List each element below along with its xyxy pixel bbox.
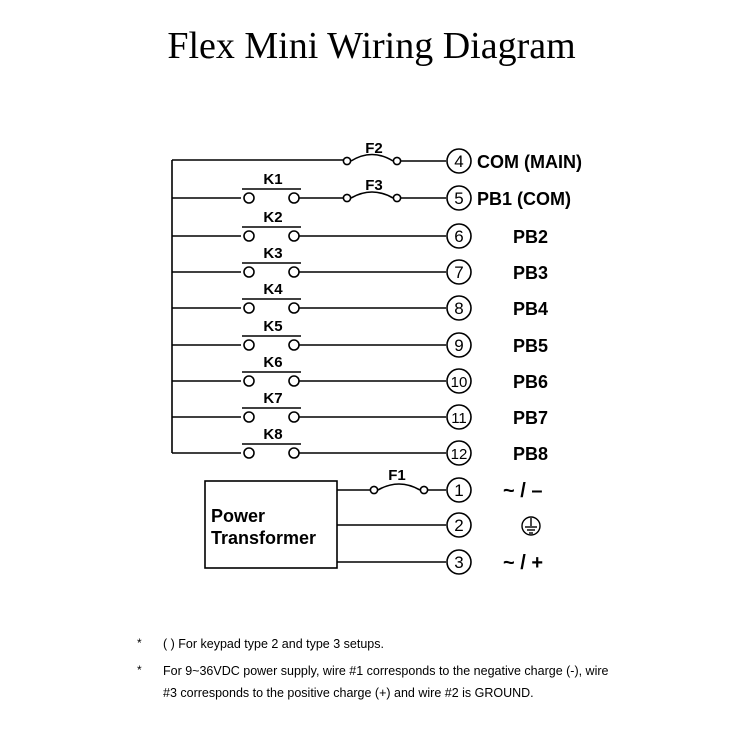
terminal-number: 7 — [454, 263, 463, 282]
terminal-circle — [446, 259, 472, 285]
terminal-8: 8 PB4 — [446, 295, 548, 321]
terminal-10: 10 PB6 — [446, 368, 548, 394]
terminal-number: 10 — [451, 374, 468, 391]
terminal-number: 4 — [454, 152, 463, 171]
relay-label-k2: K2 — [263, 209, 282, 226]
relay-label-k3: K3 — [263, 245, 282, 262]
terminal-12: 12 PB8 — [446, 440, 548, 466]
terminal-1: 1 ~ / – — [446, 477, 542, 503]
terminal-number: 3 — [454, 553, 463, 572]
note-power-supply-line1: For 9~36VDC power supply, wire #1 corres… — [163, 664, 609, 678]
terminal-number: 5 — [454, 189, 463, 208]
transformer-label-line2: Transformer — [211, 528, 316, 548]
relay-label-k7: K7 — [263, 390, 282, 407]
terminal-label: ~ / + — [503, 552, 543, 574]
terminal-number: 2 — [454, 516, 463, 535]
terminal-circle — [446, 404, 472, 430]
terminal-4: 4 COM (MAIN) — [446, 148, 582, 174]
terminal-label: ~ / – — [503, 480, 542, 502]
terminal-number: 8 — [454, 299, 463, 318]
ground-icon — [521, 516, 541, 536]
terminal-5: 5 PB1 (COM) — [446, 185, 571, 211]
terminal-label: PB5 — [513, 336, 548, 356]
terminal-6: 6 PB2 — [446, 223, 548, 249]
terminal-label: PB3 — [513, 263, 548, 283]
terminal-9: 9 PB5 — [446, 332, 548, 358]
terminal-label: PB4 — [513, 299, 548, 319]
terminal-circle — [446, 295, 472, 321]
terminal-number: 11 — [451, 410, 467, 427]
note-bullet: * — [137, 663, 142, 677]
terminal-3: 3 ~ / + — [446, 549, 543, 575]
terminal-2: 2 — [446, 512, 472, 538]
terminal-label: PB2 — [513, 227, 548, 247]
terminal-label: COM (MAIN) — [477, 152, 582, 172]
transformer-label-line1: Power — [211, 506, 265, 526]
terminal-7: 7 PB3 — [446, 259, 548, 285]
terminal-label: PB6 — [513, 372, 548, 392]
relay-label-k1: K1 — [263, 171, 282, 188]
terminal-number: 9 — [454, 336, 463, 355]
terminal-circle — [446, 223, 472, 249]
terminal-circle — [446, 368, 472, 394]
page-title: Flex Mini Wiring Diagram — [167, 25, 576, 67]
note-bullet: * — [137, 636, 142, 650]
terminal-circle — [446, 512, 472, 538]
terminal-circle — [446, 148, 472, 174]
terminal-label: PB7 — [513, 408, 548, 428]
relay-label-k5: K5 — [263, 318, 282, 335]
terminal-number: 12 — [451, 446, 468, 463]
fuse-label-f3: F3 — [365, 177, 383, 194]
relay-label-k4: K4 — [263, 281, 283, 298]
relay-label-k8: K8 — [263, 426, 282, 443]
terminal-circle — [446, 477, 472, 503]
terminal-label: PB1 (COM) — [477, 189, 571, 209]
terminal-number: 6 — [454, 227, 463, 246]
relay-label-k6: K6 — [263, 354, 282, 371]
terminal-circle — [446, 332, 472, 358]
terminal-number: 1 — [454, 481, 463, 500]
fuse-label-f1: F1 — [388, 467, 406, 484]
terminal-label: PB8 — [513, 444, 548, 464]
note-power-supply-line2: #3 corresponds to the positive charge (+… — [163, 686, 534, 700]
terminal-circle — [446, 549, 472, 575]
terminal-11: 11 PB7 — [446, 404, 548, 430]
note-keypad-type: ( ) For keypad type 2 and type 3 setups. — [163, 637, 384, 651]
terminal-circle — [446, 185, 472, 211]
terminal-circle — [446, 440, 472, 466]
fuse-label-f2: F2 — [365, 140, 383, 157]
